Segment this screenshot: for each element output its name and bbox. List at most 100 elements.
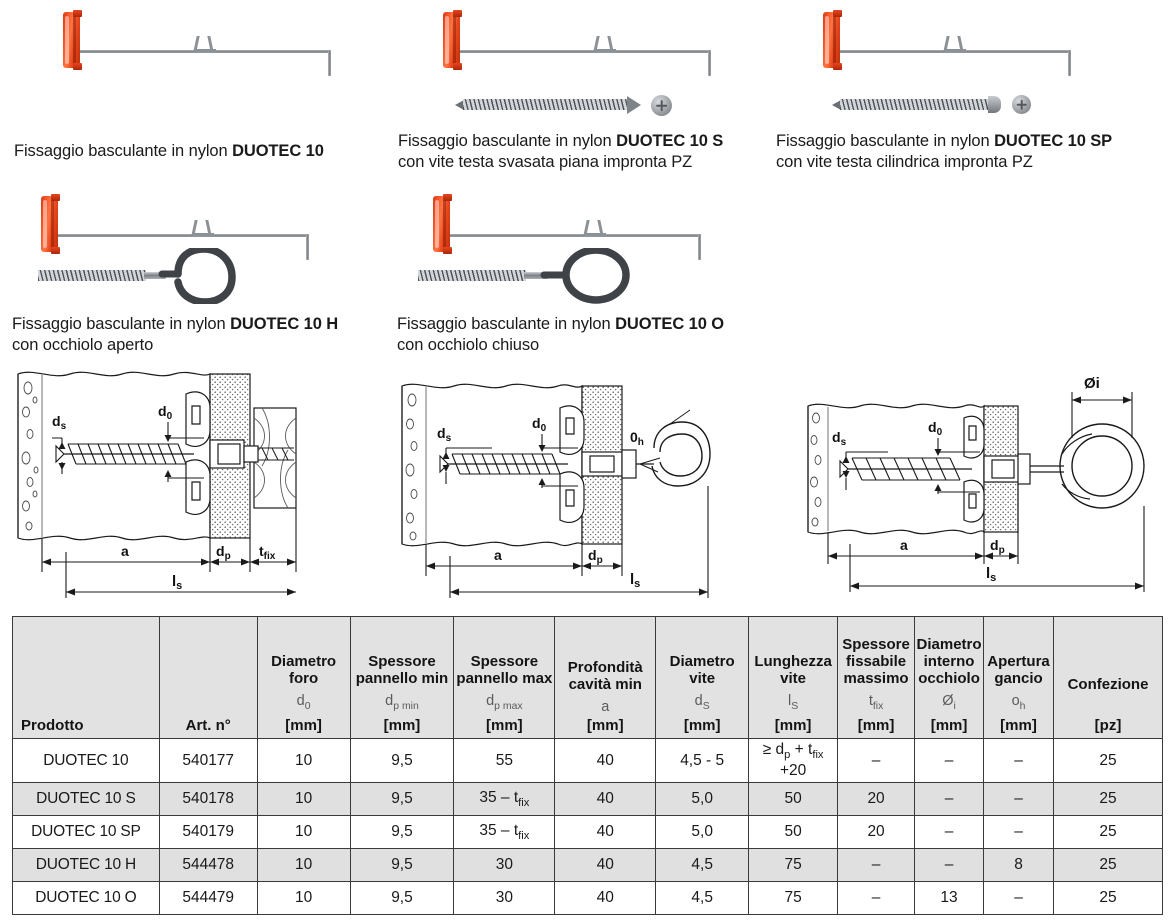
- closed-eyelet-screw-illustration: [418, 248, 668, 304]
- caption-product-name: DUOTEC 10 H: [230, 315, 339, 333]
- caption-duotec-10-o: Fissaggio basculante in nylon DUOTEC 10 …: [397, 314, 724, 356]
- header-label: Spessore: [368, 653, 436, 671]
- label-a: a: [494, 547, 502, 563]
- table-row: DUOTEC 10 O 544479 10 9,5 30 40 4,5 75 –…: [12, 881, 1163, 915]
- header-label: interno: [923, 653, 975, 671]
- caption-subtext: con vite testa cilindrica impronta PZ: [776, 153, 1033, 171]
- toggle-anchor-illustration: [38, 192, 338, 262]
- cell-ds: 5,0: [655, 815, 750, 849]
- toggle-anchor-illustration: [60, 8, 360, 78]
- cell-confezione: 25: [1053, 815, 1163, 849]
- caption-subtext: con occhiolo aperto: [12, 336, 154, 354]
- cell-oi: –: [914, 815, 985, 849]
- eyelet-ring-icon: [540, 248, 630, 304]
- label-ds: ds: [52, 413, 67, 432]
- header-unit: [mm]: [285, 717, 322, 734]
- label-ls: ls: [986, 565, 996, 584]
- caption-subtext: con vite testa svasata piana impronta PZ: [398, 153, 693, 171]
- toggle-anchor-illustration: [430, 192, 730, 262]
- cell-dp-max: 35 – tfix: [453, 782, 556, 816]
- header-label: Confezione: [1067, 676, 1149, 693]
- header-label: Diametro: [669, 653, 735, 671]
- cell-ds: 4,5 - 5: [655, 738, 750, 783]
- pan-head-screw-illustration: [832, 92, 1082, 118]
- label-ds: ds: [832, 429, 847, 448]
- header-unit: [mm]: [383, 717, 421, 734]
- header-label: Diametro: [916, 636, 982, 654]
- toggle-anchor-illustration: [820, 8, 1120, 78]
- header-unit: [mm]: [1000, 717, 1037, 734]
- cell-art: 544479: [158, 881, 258, 915]
- caption-product-name: DUOTEC 10 S: [616, 132, 724, 150]
- header-label: gancio: [994, 670, 1043, 688]
- caption-text: Fissaggio basculante in nylon: [398, 132, 617, 150]
- caption-text: Fissaggio basculante in nylon: [12, 315, 231, 333]
- cell-dp-min: 9,5: [349, 881, 455, 915]
- header-label: occhiolo: [918, 670, 980, 688]
- countersunk-screw-illustration: [455, 90, 715, 120]
- caption-product-name: DUOTEC 10: [232, 142, 324, 160]
- cell-d0: 10: [256, 848, 351, 882]
- cell-dp-max: 55: [453, 738, 556, 783]
- caption-duotec-10-sp: Fissaggio basculante in nylon DUOTEC 10 …: [776, 131, 1112, 173]
- cell-prodotto: DUOTEC 10: [12, 738, 160, 783]
- table-row: DUOTEC 10 S 540178 10 9,5 35 – tfix 40 5…: [12, 782, 1163, 816]
- cell-oi: –: [914, 782, 985, 816]
- diagram-standard: ds d0 a dp tfix ls: [4, 366, 334, 611]
- cell-a: 40: [554, 782, 657, 816]
- header-symbol: d0: [296, 693, 311, 712]
- header-label: fissabile: [846, 653, 907, 671]
- label-oh: 0h: [630, 429, 644, 448]
- cell-oi: 13: [914, 881, 985, 915]
- cell-tfix: 20: [837, 782, 916, 816]
- label-d0: d0: [928, 419, 943, 438]
- caption-text: Fissaggio basculante in nylon: [776, 132, 995, 150]
- header-unit: [pz]: [1094, 717, 1122, 734]
- cell-a: 40: [554, 738, 657, 783]
- header-cell-art: Art. n°: [158, 616, 258, 739]
- caption-text: Fissaggio basculante in nylon: [14, 142, 233, 160]
- header-symbol: oh: [1011, 693, 1026, 712]
- header-label: Spessore: [470, 653, 539, 671]
- cell-dp-min: 9,5: [349, 738, 455, 783]
- cell-dp-max: 30: [453, 881, 556, 915]
- cell-a: 40: [554, 881, 657, 915]
- cell-dp-min: 9,5: [349, 848, 455, 882]
- cell-ls: 75: [748, 848, 839, 882]
- header-cell-prodotto: Prodotto: [12, 616, 160, 739]
- cell-ds: 4,5: [655, 848, 750, 882]
- cell-confezione: 25: [1053, 848, 1163, 882]
- product-photo-duotec-10-o: [430, 192, 730, 262]
- cell-ls: 75: [748, 881, 839, 915]
- label-a: a: [121, 543, 129, 559]
- cell-confezione: 25: [1053, 738, 1163, 783]
- caption-duotec-10-s: Fissaggio basculante in nylon DUOTEC 10 …: [398, 131, 723, 173]
- cell-prodotto: DUOTEC 10 O: [12, 881, 160, 915]
- cell-confezione: 25: [1053, 881, 1163, 915]
- label-ds: ds: [437, 425, 452, 444]
- header-cell-confezione: Confezione [pz]: [1053, 616, 1163, 739]
- header-symbol: dp max: [486, 693, 523, 712]
- header-label: Diametro: [271, 653, 337, 671]
- cell-ls: ≥ dp + tfix+20: [748, 738, 839, 783]
- label-oi: Øi: [1084, 375, 1100, 392]
- cell-tfix: –: [837, 848, 916, 882]
- header-unit: [mm]: [857, 717, 895, 734]
- toggle-anchor-illustration: [440, 8, 740, 78]
- cell-a: 40: [554, 815, 657, 849]
- cell-dp-max: 35 – tfix: [453, 815, 556, 849]
- caption-duotec-10: Fissaggio basculante in nylon DUOTEC 10: [14, 141, 324, 162]
- table-row: DUOTEC 10 540177 10 9,5 55 40 4,5 - 5 ≥ …: [12, 738, 1163, 783]
- header-label: Profondità: [567, 659, 643, 676]
- cell-art: 544478: [158, 848, 258, 882]
- open-hook-screw-illustration: [38, 248, 278, 304]
- header-unit: [mm]: [486, 717, 523, 734]
- cell-dp-min: 9,5: [349, 782, 455, 816]
- cell-oh: 8: [983, 848, 1054, 882]
